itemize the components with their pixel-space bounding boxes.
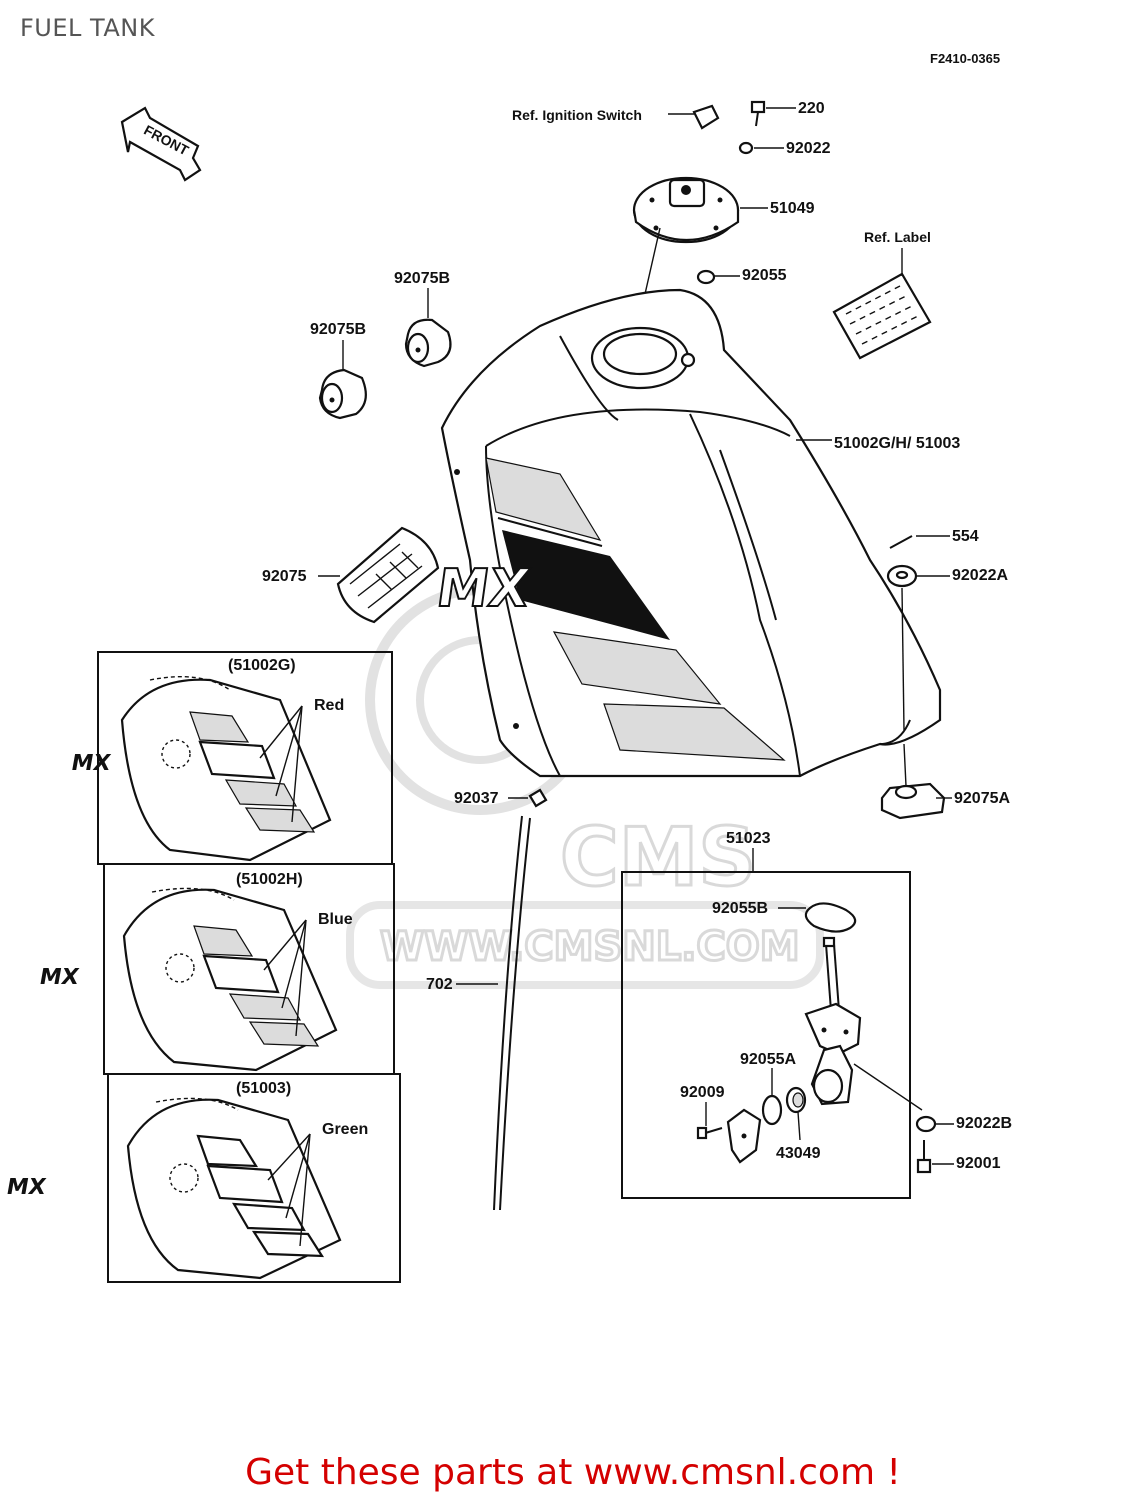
variant-51002g: (51002G) MX Red bbox=[69, 657, 344, 862]
label-92022: 92022 bbox=[786, 140, 831, 157]
tank-decal-mx: MX bbox=[433, 559, 533, 619]
label-92009: 92009 bbox=[680, 1084, 725, 1101]
watermark-site: WWW.CMSNL.COM bbox=[380, 924, 800, 970]
damper-92075a: 92075A bbox=[880, 743, 1010, 820]
label-ref-label: Ref. Label bbox=[864, 229, 931, 245]
label-92001: 92001 bbox=[956, 1155, 1001, 1172]
label-702: 702 bbox=[426, 976, 453, 993]
damper-92075b-top: 92075B bbox=[394, 270, 452, 368]
washer-92022: 92022 bbox=[738, 140, 831, 157]
label-92055a: 92055A bbox=[740, 1051, 796, 1068]
variant-box-51003 bbox=[107, 1073, 401, 1283]
watermark-banner bbox=[346, 901, 824, 989]
variant-51002h: (51002H) MX Blue bbox=[37, 871, 353, 1072]
gasket-43049: 43049 bbox=[776, 1086, 821, 1162]
ref-label-sticker: Ref. Label bbox=[832, 229, 932, 360]
variant-color-red: Red bbox=[314, 697, 344, 714]
variant-51002h-decal: MX bbox=[37, 964, 80, 990]
label-ref-ignition-switch: Ref. Ignition Switch bbox=[512, 107, 642, 123]
watermark-brand: CMS bbox=[560, 811, 756, 904]
fuel-cock-box bbox=[621, 871, 911, 1199]
damper-92075: 92075 bbox=[262, 526, 440, 624]
oring-92055a: 92055A bbox=[740, 1051, 796, 1126]
label-92022b: 92022B bbox=[956, 1115, 1012, 1132]
variant-51002g-decal: MX bbox=[69, 750, 112, 776]
fuel-cock-assembly-51023: 51023 92055B 92055A bbox=[621, 830, 923, 1199]
variant-color-green: Green bbox=[322, 1121, 368, 1138]
label-92055: 92055 bbox=[742, 267, 787, 284]
oring-92055: 92055 bbox=[696, 267, 787, 285]
variant-code-51003: (51003) bbox=[236, 1080, 291, 1097]
label-92075b-left: 92075B bbox=[310, 321, 366, 338]
clamp-92037: 92037 bbox=[454, 788, 548, 808]
bolt-92001: 92001 bbox=[916, 1140, 1001, 1174]
clip-554: 554 bbox=[889, 528, 979, 549]
variant-panel: (51002G) MX Red (51002H) bbox=[4, 651, 401, 1283]
label-51002ghv: 51002G/H/ 51003 bbox=[834, 435, 960, 452]
label-51023: 51023 bbox=[726, 830, 771, 847]
fuel-cock-body bbox=[804, 936, 862, 1106]
label-43049: 43049 bbox=[776, 1145, 821, 1162]
variant-code-51002h: (51002H) bbox=[236, 871, 303, 888]
ignition-switch-part: Ref. Ignition Switch bbox=[512, 104, 720, 130]
exploded-diagram: CMS WWW.CMSNL.COM FRONT Ref. Ignition Sw… bbox=[4, 100, 1012, 1283]
lever-plate bbox=[726, 1108, 762, 1164]
bolt-220: 220 bbox=[750, 100, 825, 127]
label-220: 220 bbox=[798, 100, 825, 117]
page-title: FUEL TANK bbox=[20, 14, 155, 42]
drawing-code: F2410-0365 bbox=[930, 51, 1001, 66]
washer-92022a: 92022A bbox=[886, 564, 1008, 731]
screw-92009: 92009 bbox=[680, 1084, 725, 1140]
label-92022a: 92022A bbox=[952, 567, 1008, 584]
filter-92055b: 92055B bbox=[712, 900, 857, 933]
washer-92022b: 92022B bbox=[915, 1115, 1012, 1133]
label-92037: 92037 bbox=[454, 790, 499, 807]
cta-link[interactable]: Get these parts at www.cmsnl.com ! bbox=[245, 1452, 901, 1493]
variant-code-51002g: (51002G) bbox=[228, 657, 296, 674]
damper-92075b-left: 92075B bbox=[310, 321, 367, 420]
fuel-tank-51002: MX 51002G/H/ 51003 bbox=[432, 288, 960, 778]
front-arrow-icon: FRONT bbox=[120, 106, 202, 182]
label-92075b-top: 92075B bbox=[394, 270, 450, 287]
variant-51003-decal: MX bbox=[4, 1174, 47, 1200]
label-92075: 92075 bbox=[262, 568, 307, 585]
label-554: 554 bbox=[952, 528, 979, 545]
label-92055b: 92055B bbox=[712, 900, 768, 917]
label-92075a: 92075A bbox=[954, 790, 1010, 807]
label-51049: 51049 bbox=[770, 200, 815, 217]
variant-color-blue: Blue bbox=[318, 911, 353, 928]
variant-51003: (51003) MX Green bbox=[4, 1080, 368, 1280]
hose-702: 702 bbox=[426, 815, 531, 1211]
